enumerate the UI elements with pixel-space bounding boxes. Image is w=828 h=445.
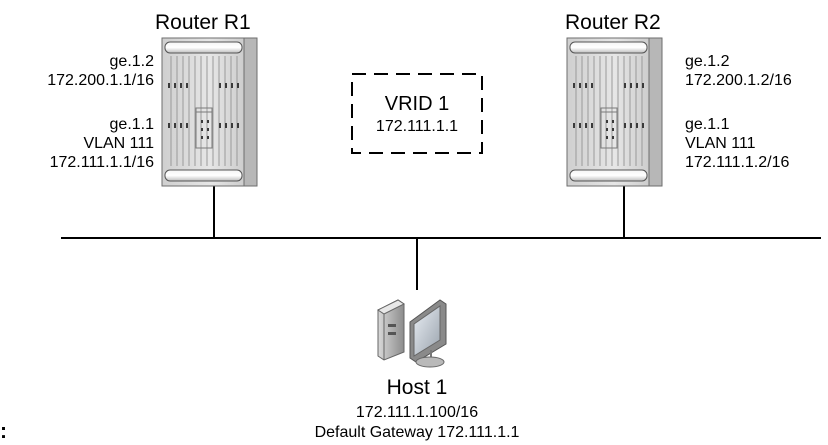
host-gateway: Default Gateway 172.111.1.1 bbox=[314, 424, 520, 441]
vrid-label: VRID 1 bbox=[384, 93, 450, 115]
router-r2-upper-port: ge.1.2 bbox=[685, 53, 730, 70]
router-r2-upper-ip: 172.200.1.2/16 bbox=[685, 72, 792, 89]
host-ip: 172.111.1.100/16 bbox=[355, 404, 479, 421]
router-r1-title: Router R1 bbox=[155, 11, 251, 34]
router-r1-lower-port: ge.1.1 bbox=[109, 116, 154, 133]
router-r1-lower-ip: 172.111.1.1/16 bbox=[49, 154, 154, 171]
vrid-box bbox=[351, 73, 483, 154]
router-r2-vlan: VLAN 111 bbox=[685, 135, 756, 152]
router-r1-upper-ip: 172.200.1.1/16 bbox=[47, 72, 154, 89]
host-workstation-icon bbox=[377, 299, 447, 368]
router-r2-title: Router R2 bbox=[565, 11, 661, 34]
vrid-address: 172.111.1.1 bbox=[375, 118, 459, 135]
host-title: Host 1 bbox=[386, 376, 448, 399]
router-r2-lower-port: ge.1.1 bbox=[685, 116, 730, 133]
router-r2-lower-ip: 172.111.1.2/16 bbox=[685, 154, 790, 171]
stray-colon-mark: : bbox=[0, 420, 7, 443]
router-r1-vlan: VLAN 111 bbox=[83, 135, 154, 152]
router-r2-icon bbox=[566, 37, 663, 187]
router-r1-upper-port: ge.1.2 bbox=[109, 53, 154, 70]
router-r1-icon bbox=[161, 37, 258, 187]
